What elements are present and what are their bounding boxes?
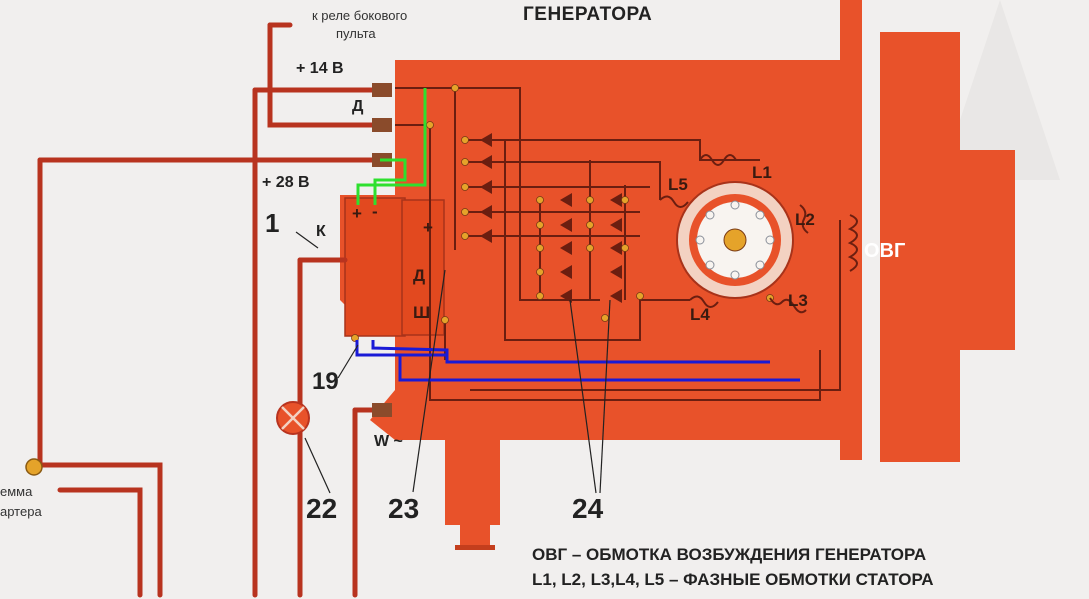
legend-line-phases: L1, L2, L3,L4, L5 – ФАЗНЫЕ ОБМОТКИ СТАТО…: [532, 570, 934, 589]
battery-terminal-note-line2: артера: [0, 504, 42, 519]
rotor: [676, 181, 794, 299]
terminal-d-label: Д: [352, 98, 364, 115]
voltage-regulator: [344, 197, 406, 337]
callout-22: 22: [306, 493, 338, 524]
callout-19: 19: [312, 368, 339, 395]
external-wires: [37, 22, 378, 598]
relay-note-line2: пульта: [336, 26, 376, 41]
terminal-plus28-label: + 28 В: [262, 174, 310, 191]
phase-label-l2: L2: [795, 210, 815, 229]
internal-wires: [395, 87, 841, 401]
terminal-plus14-label: + 14 В: [296, 60, 344, 77]
regulator-plus-label: +: [352, 204, 362, 223]
phase-label-l3: L3: [788, 291, 808, 310]
watermark: [940, 0, 1060, 180]
diode-bridge: [480, 133, 622, 303]
shaft-flange: [880, 32, 960, 462]
green-highlight-trace: [356, 88, 427, 205]
phase-label-l4: L4: [690, 305, 710, 324]
regulator-minus-label: -: [372, 202, 378, 221]
brush-plus-label: +: [423, 218, 433, 237]
callout-24: 24: [572, 493, 604, 524]
wire-number-1: 1: [265, 208, 280, 238]
callout-leaders: [295, 231, 611, 494]
pulley: [955, 150, 1015, 350]
phase-label-l5: L5: [668, 175, 688, 194]
stator-windings: [659, 154, 858, 314]
brush-d-label: Д: [413, 266, 426, 285]
brush-sh-label: Ш: [413, 303, 431, 322]
blue-highlight-trace: [355, 340, 800, 382]
diagram-title: ГЕНЕРАТОРА: [523, 4, 653, 25]
battery-terminal-note-line1: емма: [0, 484, 33, 499]
generator-body: [340, 0, 1015, 550]
relay-note-line1: к реле бокового: [312, 8, 408, 23]
warning-lamp: [276, 401, 310, 435]
terminal-w-label: W ~: [374, 433, 403, 450]
field-winding-label: ОВГ: [864, 240, 906, 262]
brush-holder: [401, 199, 445, 336]
legend-line-owg: ОВГ – ОБМОТКА ВОЗБУЖДЕНИЯ ГЕНЕРАТОРА: [532, 545, 927, 564]
wire-k-label: К: [316, 223, 326, 240]
callout-23: 23: [388, 493, 420, 524]
terminal-studs: [25, 83, 392, 476]
phase-label-l1: L1: [752, 163, 772, 182]
mount-foot: [460, 520, 490, 548]
